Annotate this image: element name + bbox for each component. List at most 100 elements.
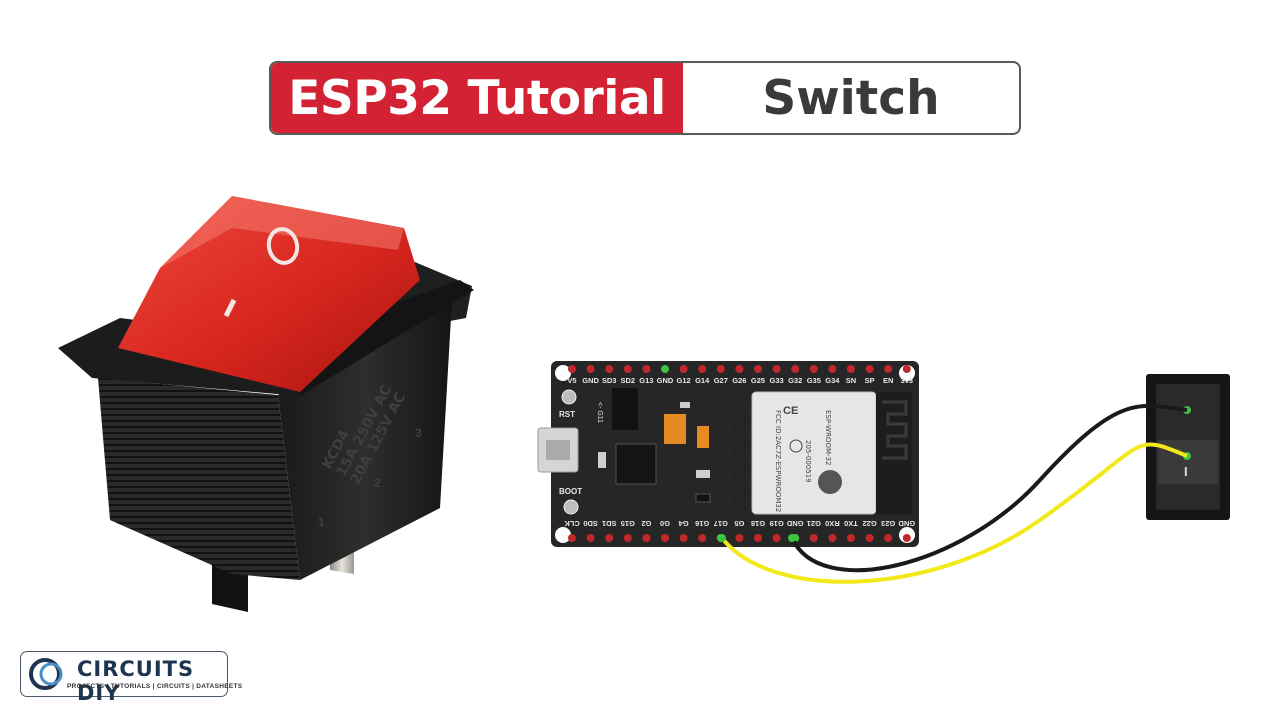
pin-g22 xyxy=(865,534,874,542)
on-symbol-icon: I xyxy=(1184,464,1188,479)
pin-label: TX0 xyxy=(844,519,858,528)
smd-part xyxy=(695,493,711,503)
pin-g35 xyxy=(809,365,818,373)
smd-part xyxy=(680,402,690,408)
pin-label: G26 xyxy=(732,376,746,385)
pin-label: G5 xyxy=(734,519,744,528)
lens-highlight xyxy=(160,196,404,268)
pin-g0 xyxy=(661,534,669,542)
pin-label: GND xyxy=(898,519,915,528)
switch-body-side xyxy=(278,300,452,580)
pin-g33 xyxy=(772,365,781,373)
pin-g15 xyxy=(623,534,632,542)
pin-g12 xyxy=(679,365,688,373)
pin-label: G35 xyxy=(807,376,821,385)
pin-g27 xyxy=(716,365,725,373)
pin-gnd xyxy=(586,365,595,373)
pin-label: SD1 xyxy=(602,519,617,528)
pin-v5 xyxy=(568,365,576,373)
usb-slot xyxy=(546,440,570,460)
pin-label: SD0 xyxy=(583,519,598,528)
wire-endpoint xyxy=(718,534,726,542)
pin-g25 xyxy=(754,365,762,373)
pin-g21 xyxy=(809,534,818,542)
pin-g4 xyxy=(679,534,688,542)
on-symbol-icon xyxy=(223,298,237,318)
svg-text:205-000519: 205-000519 xyxy=(804,440,812,483)
topic-label: Switch xyxy=(762,70,940,126)
circuits-diy-logo: CIRCUITS DIY PROJECTS | TUTORIALS | CIRC… xyxy=(20,651,242,705)
pin-clk xyxy=(568,534,576,542)
pin-g14 xyxy=(698,365,707,373)
pin-label: SN xyxy=(846,376,856,385)
pin-g32 xyxy=(791,365,800,373)
switch-flange-side xyxy=(290,280,474,396)
pin-label: G13 xyxy=(639,376,653,385)
off-symbol-icon xyxy=(266,227,300,265)
pin-g23 xyxy=(884,534,893,542)
pin-g19 xyxy=(772,534,781,542)
logo-name: CIRCUITS DIY xyxy=(77,657,195,705)
smd-part xyxy=(598,452,606,468)
pin-gnd xyxy=(661,365,669,373)
terminal-mark: 2 xyxy=(374,476,381,490)
pin-label: G19 xyxy=(770,519,784,528)
mount-hole xyxy=(555,527,571,543)
pin-label: GND xyxy=(786,519,803,528)
pin-label: G18 xyxy=(751,519,765,528)
pin-g34 xyxy=(828,365,837,373)
boot-label: BOOT xyxy=(559,487,582,496)
ce-mark: CE xyxy=(783,405,798,417)
pin-g18 xyxy=(754,534,762,542)
pin-sd0 xyxy=(586,534,595,542)
pin-label: G27 xyxy=(714,376,728,385)
usb-uart-chip xyxy=(615,443,657,485)
pin-rx0 xyxy=(828,534,837,542)
wire-yellow xyxy=(720,442,1188,584)
pin-label: SD2 xyxy=(621,376,636,385)
pin-label: 3v3 xyxy=(901,376,914,385)
pin-label: G14 xyxy=(695,376,710,385)
series-label: ESP32 Tutorial xyxy=(271,63,683,133)
wire-black xyxy=(790,403,1188,573)
pin-label: G16 xyxy=(695,519,709,528)
capacitor xyxy=(664,414,686,444)
pin-sd1 xyxy=(605,534,614,542)
espressif-logo-icon xyxy=(818,470,842,494)
esp-wroom-module xyxy=(751,391,877,515)
pin-sd3 xyxy=(605,365,614,373)
mount-hole xyxy=(555,365,571,381)
rocker-switch-photo: KCD4 15A 250V AC 20A 125V AC 2 3 1 xyxy=(58,196,474,612)
pin-g13 xyxy=(642,365,651,373)
terminal-mark: 3 xyxy=(415,426,422,440)
pin-g5 xyxy=(735,534,744,542)
pin-label: G22 xyxy=(863,519,877,528)
pin-label: G21 xyxy=(807,519,821,528)
pin-label: V5 xyxy=(567,376,576,385)
pin-label: G23 xyxy=(881,519,895,528)
registered-mark-icon xyxy=(789,439,803,453)
pin-label: G25 xyxy=(751,376,765,385)
pin-g16 xyxy=(698,534,707,542)
pin-arrow-label: <- G11 xyxy=(596,402,603,423)
regulator-chip xyxy=(612,388,638,430)
pin-label: G34 xyxy=(825,376,840,385)
terminal-mark: 1 xyxy=(318,515,325,529)
boot-button xyxy=(563,499,579,515)
pin-label: EN xyxy=(883,376,893,385)
pin-label: SD3 xyxy=(602,376,617,385)
antenna-trace xyxy=(882,400,908,460)
pin-en xyxy=(884,365,893,373)
wire-endpoint xyxy=(788,534,796,542)
pin-sd2 xyxy=(623,365,632,373)
logo-mark-icon xyxy=(29,658,63,690)
pin-tx0 xyxy=(847,534,855,542)
pin-label: G15 xyxy=(621,519,635,528)
pin-sp xyxy=(865,365,874,373)
pin-label: GND xyxy=(582,376,599,385)
pin-label: RX0 xyxy=(825,519,840,528)
pin-label: G17 xyxy=(714,519,728,528)
